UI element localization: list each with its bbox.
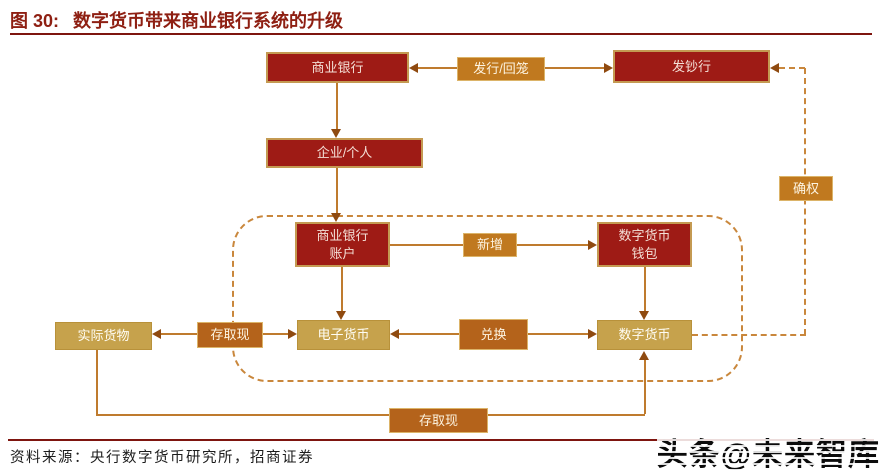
arrowhead-into-account: [331, 213, 341, 222]
footer-rule: [8, 439, 874, 441]
watermark-text: 头条@未来智库: [656, 437, 880, 472]
arrowhead-into-emoney-left: [288, 329, 297, 339]
node-exchange-label: 兑换: [480, 326, 507, 342]
figure-title-text: 数字货币带来商业银行系统的升级: [73, 11, 344, 31]
node-enterprise-individual: 企业/个人: [266, 138, 423, 168]
node-digital-currency: 数字货币: [597, 320, 692, 350]
dashed-connector-digitalcurrency-right: [692, 334, 806, 336]
node-exchange: 兑换: [459, 319, 528, 350]
connector-issue-to-commercialbank: [418, 67, 457, 69]
node-deposit-withdraw-bottom-label: 存取现: [418, 412, 458, 428]
digital-currency-system-boundary: [232, 215, 743, 382]
connector-depositwithdraw-to-goods: [161, 333, 197, 335]
watermark: 头条@未来智库: [656, 429, 881, 474]
connector-commercialbank-to-enterprise: [336, 83, 338, 129]
node-digital-currency-wallet-label: 数字货币 钱包: [618, 227, 671, 261]
dashed-connector-confirmation-vertical: [804, 68, 806, 335]
node-physical-goods: 实际货物: [55, 322, 152, 350]
node-digital-currency-wallet: 数字货币 钱包: [597, 222, 692, 267]
arrowhead-into-noteissuer-left: [604, 63, 613, 73]
connector-exchange-to-emoney: [399, 333, 459, 335]
arrowhead-into-wallet: [588, 240, 597, 250]
node-electronic-money-label: 电子货币: [317, 327, 370, 343]
source-note: 资料来源：央行数字货币研究所，招商证券: [10, 450, 314, 466]
connector-depositwithdraw-to-emoney: [263, 333, 288, 335]
connector-enterprise-to-account: [336, 168, 338, 213]
dashed-connector-into-noteissuer: [779, 67, 805, 69]
connector-exchange-to-digitalcurrency: [528, 333, 588, 335]
title-underline: [10, 33, 872, 35]
node-physical-goods-label: 实际货物: [77, 328, 130, 344]
arrowhead-into-enterprise: [331, 129, 341, 138]
arrowhead-into-noteissuer-right: [770, 63, 779, 73]
node-new-add-label: 新增: [476, 237, 503, 253]
node-electronic-money: 电子货币: [297, 320, 390, 350]
node-deposit-withdraw-left: 存取现: [197, 322, 263, 348]
node-right-confirmation: 确权: [779, 176, 833, 201]
node-enterprise-individual-label: 企业/个人: [316, 145, 373, 161]
connector-newadd-to-wallet: [517, 244, 588, 246]
arrowhead-into-digitalcurrency-top: [639, 311, 649, 320]
arrowhead-into-digitalcurrency-left: [588, 329, 597, 339]
node-deposit-withdraw-bottom: 存取现: [389, 408, 488, 433]
connector-bottom-horizontal: [96, 414, 645, 416]
connector-wallet-to-digitalcurrency: [644, 267, 646, 311]
node-issue-recall: 发行/回笼: [457, 57, 545, 81]
arrowhead-into-emoney-right: [390, 329, 399, 339]
node-issue-recall-label: 发行/回笼: [473, 61, 529, 77]
node-note-issuing-bank-label: 发钞行: [671, 58, 711, 74]
node-note-issuing-bank: 发钞行: [613, 50, 770, 83]
arrowhead-into-digitalcurrency-bottom: [639, 351, 649, 360]
arrowhead-into-goods: [152, 329, 161, 339]
connector-account-to-newadd: [390, 244, 463, 246]
node-commercial-bank-label: 商业银行: [311, 59, 364, 75]
node-deposit-withdraw-left-label: 存取现: [210, 327, 250, 343]
figure-title: 图 30: 数字货币带来商业银行系统的升级: [10, 7, 343, 33]
arrowhead-into-commercialbank: [409, 63, 418, 73]
node-new-add: 新增: [463, 233, 517, 257]
arrowhead-into-emoney-top: [336, 311, 346, 320]
connector-account-to-emoney: [341, 267, 343, 311]
node-commercial-bank: 商业银行: [266, 52, 409, 83]
node-digital-currency-label: 数字货币: [618, 327, 671, 343]
node-commercial-bank-account-label: 商业银行 账户: [316, 227, 369, 261]
connector-issue-to-noteissuer: [545, 67, 604, 69]
node-right-confirmation-label: 确权: [792, 180, 819, 196]
connector-goods-down: [96, 350, 98, 415]
connector-bottom-up-to-digitalcurrency: [644, 359, 646, 414]
node-commercial-bank-account: 商业银行 账户: [295, 222, 390, 267]
figure-number: 图 30:: [10, 11, 60, 31]
